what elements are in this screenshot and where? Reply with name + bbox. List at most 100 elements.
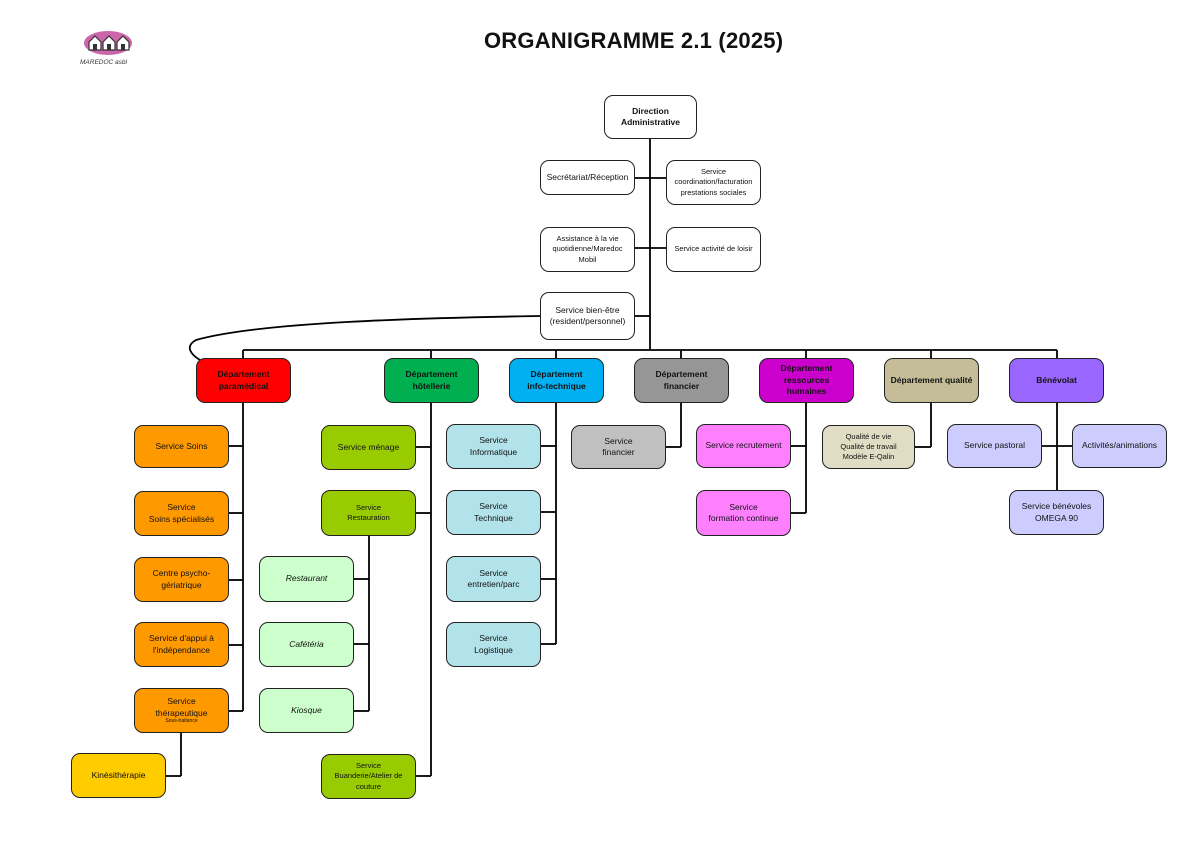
box-label-line: (resident/personnel)	[549, 316, 626, 326]
box-label: Bénévolat	[1036, 375, 1077, 386]
box-label-line: Service bénévoles	[1021, 501, 1092, 512]
box-cafeteria: Cafétéria	[259, 622, 354, 667]
box-label-line: Administrative	[620, 117, 681, 127]
box-label-line: Informatique	[469, 446, 518, 457]
box-label-line: Restaurant	[285, 573, 328, 584]
box-menage: Service ménage	[321, 425, 416, 470]
box-label: Cafétéria	[289, 639, 324, 650]
box-dept-qualite: Département qualité	[884, 358, 979, 403]
box-label-line: Qualité de vie	[845, 431, 892, 441]
box-sublabel: Sous-traitance	[165, 718, 198, 725]
box-label: Service bien-être(resident/personnel)	[550, 305, 626, 328]
maredoc-logo	[84, 31, 132, 55]
box-label: Service Soins	[156, 441, 208, 452]
box-label-line: financier	[663, 380, 700, 391]
box-soins: Service Soins	[134, 425, 229, 468]
box-label-line: Service	[479, 501, 508, 512]
box-label-line: l'indépendance	[153, 644, 210, 655]
box-label-line: Service activité de loisir	[674, 244, 753, 254]
box-label-line: Service	[479, 567, 508, 578]
box-label-line: Département	[405, 369, 458, 380]
box-label-line: ressources humaines	[783, 374, 830, 397]
box-kiosque: Kiosque	[259, 688, 354, 733]
box-label-line: Service recrutement	[705, 440, 782, 451]
box-label-line: Service pastoral	[964, 440, 1025, 451]
box-label-line: Service	[479, 633, 508, 644]
box-label-line: info-technique	[527, 380, 586, 391]
box-label-line: Qualité de travail	[840, 441, 897, 451]
box-label-line: Kinésithérapie	[91, 769, 146, 780]
box-label-line: Service	[479, 435, 508, 446]
box-label-line: financier	[602, 447, 635, 457]
box-label-line: Service	[167, 502, 196, 513]
box-label: Service ménage	[338, 442, 399, 453]
box-label: Kinésithérapie	[92, 770, 146, 781]
box-activites: Activités/animations	[1072, 424, 1167, 468]
box-psycho: Centre psycho-gériatrique	[134, 557, 229, 602]
box-label-line: thérapeutique	[155, 707, 208, 718]
box-label-line: Logistique	[474, 644, 513, 655]
box-label-line: Service	[167, 696, 196, 707]
box-label-line: Bénévolat	[1036, 374, 1077, 385]
box-label-line: hôtellerie	[412, 380, 451, 391]
box-label: Service pastoral	[964, 440, 1025, 451]
box-label-line: Activités/animations	[1081, 440, 1158, 451]
box-label-line: Département	[530, 369, 583, 380]
box-bien-etre: Service bien-être(resident/personnel)	[540, 292, 635, 340]
box-label-line: quotidienne/Maredoc	[552, 244, 623, 254]
box-label: Secrétariat/Réception	[547, 172, 629, 183]
box-label-line: Service	[604, 435, 633, 446]
box-label-line: Secrétariat/Réception	[546, 171, 629, 182]
box-label: Restaurant	[286, 573, 328, 584]
box-label-line: Service d'appui à	[149, 633, 214, 644]
box-label-line: Mobil	[578, 254, 597, 264]
box-label: Service recrutement	[705, 440, 781, 451]
box-label-line: Département qualité	[890, 374, 973, 385]
box-kine: Kinésithérapie	[71, 753, 166, 798]
box-label-line: Service	[355, 502, 381, 512]
box-label-line: Service Soins	[155, 440, 208, 451]
box-label-line: Service	[729, 501, 758, 512]
box-label-line: Direction	[632, 105, 669, 116]
box-label: Centre psycho-gériatrique	[153, 568, 211, 591]
box-label-line: couture	[355, 781, 382, 791]
box-label-line: paramédical	[218, 380, 269, 391]
page-title: ORGANIGRAMME 2.1 (2025)	[484, 28, 784, 53]
box-label-line: Modèle E-Qalin	[842, 452, 895, 462]
box-label-line: Technique	[474, 512, 513, 523]
box-label-line: Département	[217, 369, 270, 380]
box-benevolat: Bénévolat	[1009, 358, 1104, 403]
box-label-line: Département	[655, 369, 708, 380]
